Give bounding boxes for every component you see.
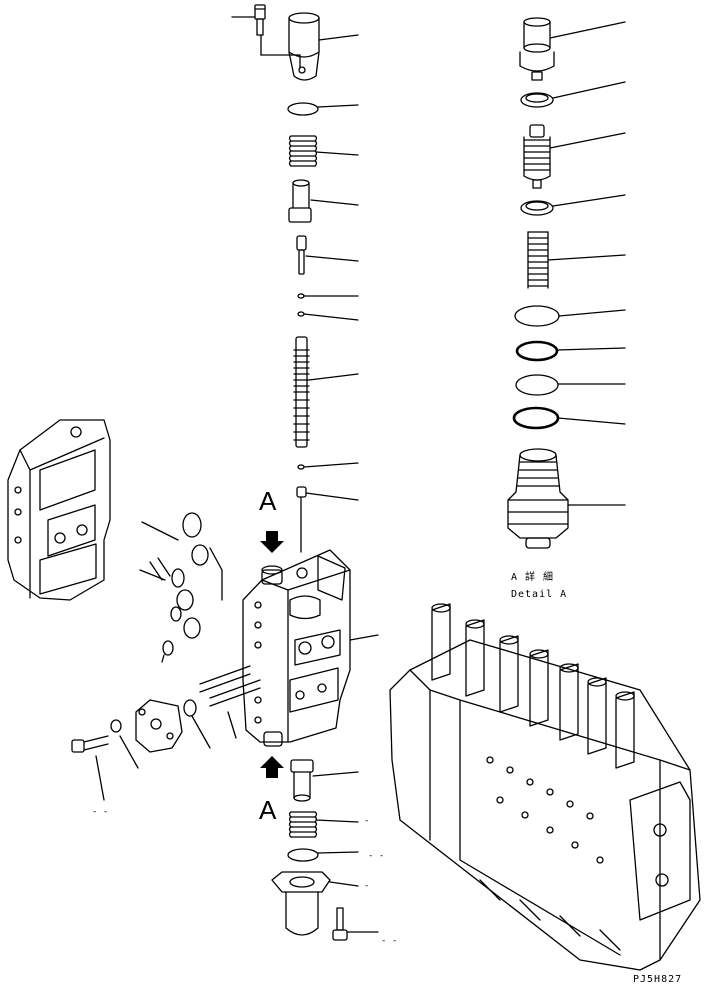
detail-o-ring-4 [512,406,626,430]
control-valve-assembly [389,603,701,971]
dash-mark-1: - [364,816,370,826]
arrow-up-icon [260,756,284,778]
left-section-valve [7,419,111,601]
spool-end-plug [296,486,359,553]
detail-backup-ring-1 [520,81,626,108]
detail-o-ring-1 [514,305,626,327]
pin [296,235,359,275]
side-relief-valve [135,699,183,753]
detail-spring [527,231,626,289]
lower-cap-housing [271,871,359,936]
dash-mark-3: - [364,881,370,891]
pilot-cap-housing [260,12,359,81]
spring-2 [288,811,359,838]
assembly-spool-caps [431,603,635,769]
detail-backup-ring-2 [520,194,626,216]
valve-section-block [242,549,379,747]
dash-mark-4: - - [381,936,398,946]
lower-retainer [290,759,359,802]
side-pins [183,665,261,749]
side-bolt [71,719,139,801]
bottom-bolt [332,907,379,941]
o-ring-2 [287,848,359,862]
detail-o-ring-3 [515,374,626,396]
detail-valve-body [507,448,626,549]
dash-mark-lower-left: - - [92,807,109,817]
arrow-down-icon [260,531,284,553]
detail-title-jp: A 詳 細 [511,572,555,583]
o-ring-1 [287,102,359,116]
ball-3 [297,462,359,470]
small-seals-group [139,512,223,663]
assembly-ports [486,756,604,864]
dash-mark-2: - - [368,851,385,861]
detail-title-en: Detail A [511,589,568,600]
ball-2 [297,311,359,321]
detail-o-ring-2 [515,340,626,362]
main-spool [293,336,359,448]
top-bolt [231,4,266,36]
drawing-code: PJ5H827 [633,974,683,985]
detail-plug-top [519,17,626,81]
detail-poppet [523,124,626,189]
spring-1 [288,135,359,167]
spring-retainer [288,179,359,223]
view-label-a-upper: A [259,486,277,516]
view-label-a-lower: A [259,795,277,825]
ball-1 [297,293,359,299]
